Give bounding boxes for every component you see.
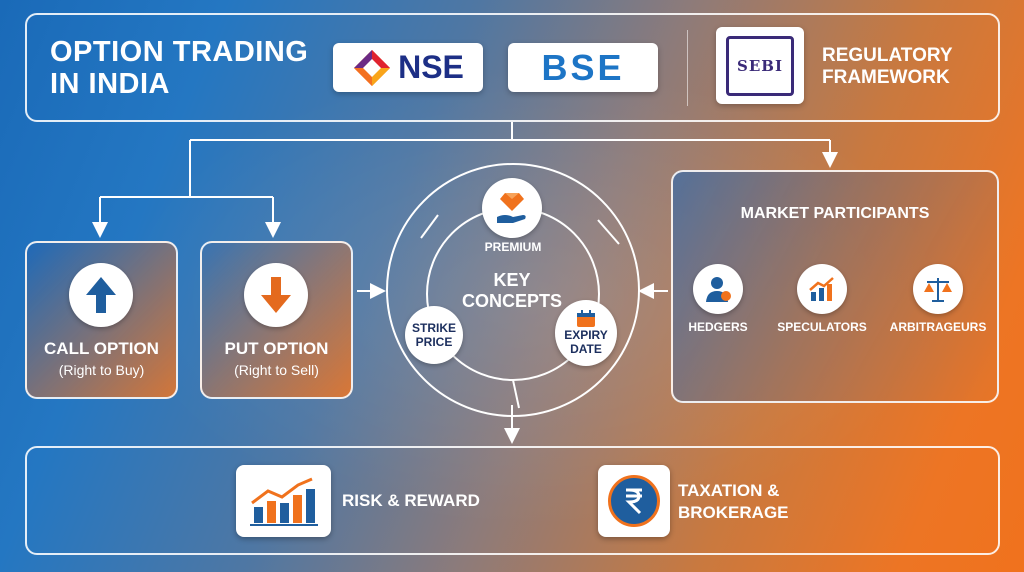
risk-reward-chart-icon: [236, 465, 331, 537]
balance-scale-icon: [913, 264, 963, 314]
premium-label: PREMIUM: [484, 240, 542, 254]
header-divider: [687, 30, 688, 106]
strike-price-label: STRIKE PRICE: [411, 321, 456, 349]
page-title: OPTION TRADING IN INDIA: [50, 36, 309, 100]
arrow-up-icon: [69, 263, 133, 327]
market-participants-title: MARKET PARTICIPANTS: [740, 205, 930, 222]
key-concepts-title: KEY CONCEPTS: [461, 270, 562, 311]
speculators-label: SPECULATORS: [777, 320, 867, 334]
nse-logo: NSE: [333, 43, 483, 92]
bse-logo-text: BSE: [541, 46, 625, 88]
bse-logo: BSE: [508, 43, 658, 92]
hedgers-label: HEDGERS: [688, 320, 748, 334]
sebi-logo: SEBI: [716, 27, 804, 104]
rupee-icon: [608, 475, 660, 527]
calendar-icon: [577, 310, 595, 327]
regulatory-framework-title: REGULATORY FRAMEWORK: [822, 45, 953, 88]
nse-logo-icon: [354, 49, 391, 86]
call-option-label: CALL OPTION: [44, 339, 159, 358]
put-option-label: PUT OPTION: [224, 339, 329, 358]
taxation-brokerage-label: TAXATION & BROKERAGE: [678, 481, 789, 522]
chart-up-icon: [797, 264, 847, 314]
call-option-sub: (Right to Buy): [58, 362, 145, 378]
bottom-panel: [25, 446, 1000, 555]
rupee-icon-card: [598, 465, 670, 537]
hedger-person-icon: [693, 264, 743, 314]
nse-logo-text: NSE: [398, 49, 464, 85]
put-option-sub: (Right to Sell): [234, 362, 319, 378]
expiry-date-badge: EXPIRY DATE: [555, 300, 617, 366]
expiry-date-label: EXPIRY DATE: [564, 328, 608, 356]
sebi-logo-text: SEBI: [737, 56, 783, 75]
strike-price-badge: STRIKE PRICE: [405, 306, 463, 364]
premium-diamond-icon: [482, 178, 542, 238]
risk-reward-label: RISK & REWARD: [342, 491, 480, 510]
arrow-down-icon: [244, 263, 308, 327]
arbitrageurs-label: ARBITRAGEURS: [889, 320, 987, 334]
header-panel: [25, 13, 1000, 122]
